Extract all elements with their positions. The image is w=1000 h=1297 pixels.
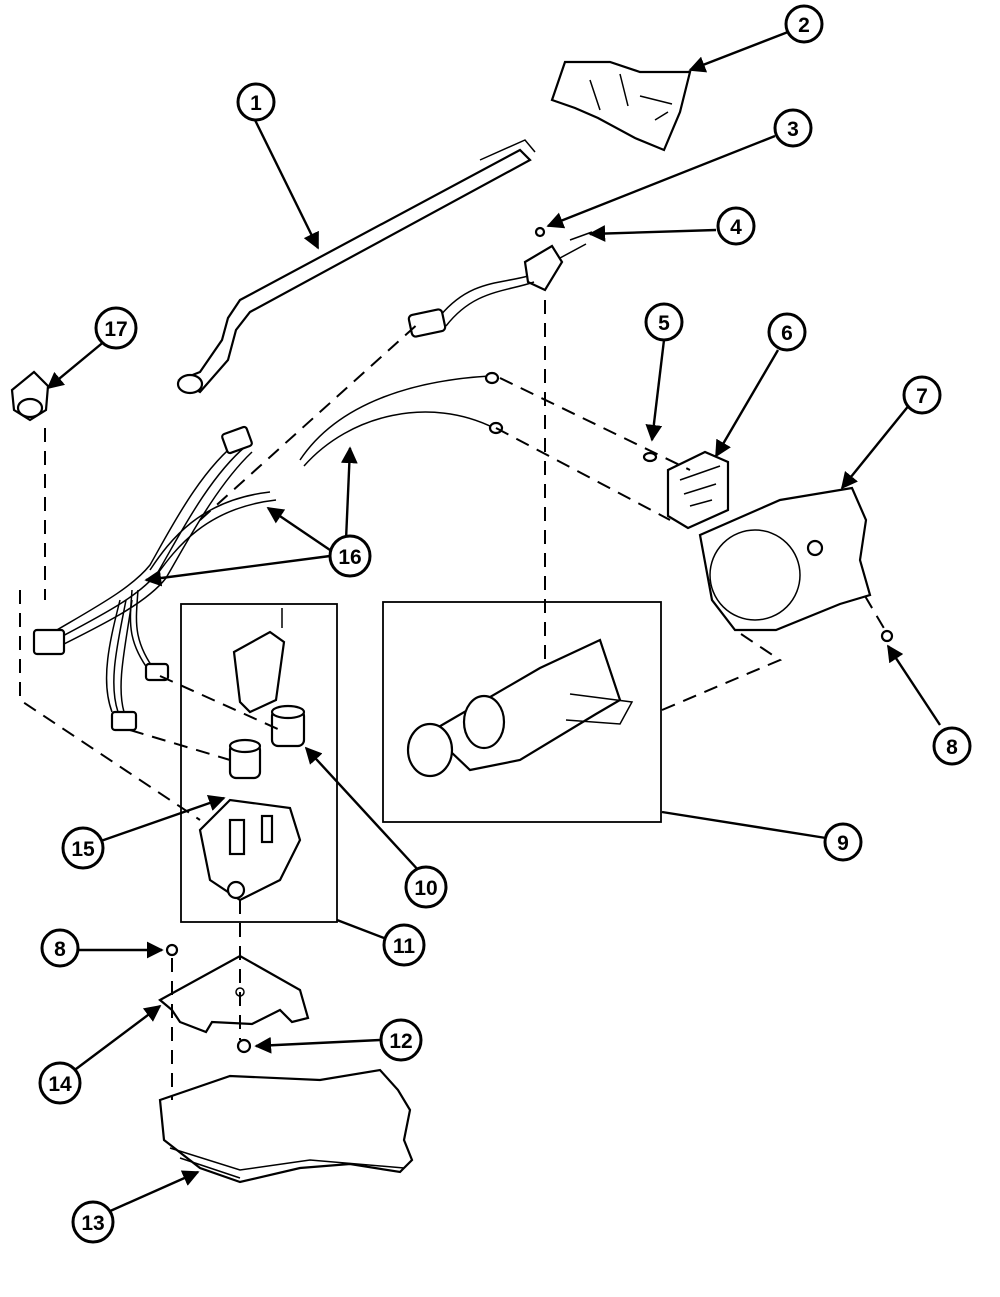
part-screw-8-left: [165, 943, 179, 957]
part-base-housing: [158, 1068, 414, 1184]
part-valve-assembly: [406, 638, 634, 778]
part-hose-tube: [176, 139, 536, 395]
callout-label: 5: [658, 312, 670, 335]
callout-4: 4: [716, 206, 756, 246]
callout-label: 4: [730, 216, 742, 239]
callout-10: 10: [404, 865, 448, 909]
part-clip-17: [10, 370, 50, 422]
assembly-box-9: [382, 601, 662, 823]
part-screw-12: [236, 1038, 252, 1054]
callout-16: 16: [328, 534, 372, 578]
part-coil-10: [270, 704, 306, 748]
callout-2: 2: [784, 4, 824, 44]
part-switch: [666, 450, 730, 530]
callout-label: 11: [393, 935, 416, 958]
callout-17: 17: [94, 306, 138, 350]
callout-label: 16: [338, 546, 361, 569]
leader-lines: [46, 30, 942, 1214]
callout-label: 7: [916, 385, 928, 408]
part-valve-body: [198, 798, 302, 902]
callout-11: 11: [382, 923, 426, 967]
callout-1: 1: [236, 82, 276, 122]
part-coil-15: [228, 738, 262, 780]
part-clip-top: [232, 608, 286, 714]
callout-label: 10: [414, 877, 437, 900]
callout-3: 3: [773, 108, 813, 148]
part-connector-plug: [407, 226, 593, 338]
part-screw-5: [642, 451, 658, 463]
callout-label: 12: [389, 1030, 412, 1053]
callout-label: 1: [250, 92, 262, 115]
callout-6: 6: [767, 312, 807, 352]
callout-label: 6: [781, 322, 793, 345]
callout-13: 13: [71, 1200, 115, 1244]
callout-5: 5: [644, 302, 684, 342]
callout-label: 8: [946, 736, 958, 759]
callout-12: 12: [379, 1018, 423, 1062]
part-panel: [698, 486, 872, 632]
callout-8a: 8: [932, 726, 972, 766]
callout-14: 14: [38, 1061, 82, 1105]
callout-label: 8: [54, 938, 66, 961]
part-mounting-plate: [158, 954, 310, 1034]
callout-15: 15: [61, 826, 105, 870]
callout-label: 2: [798, 14, 810, 37]
callout-label: 15: [71, 838, 95, 861]
callout-9: 9: [823, 822, 863, 862]
callout-label: 3: [787, 118, 799, 141]
part-screw-8-right: [880, 629, 894, 643]
part-wire-harness: [32, 371, 504, 732]
alignment-lines: [19, 300, 886, 1100]
callout-8b: 8: [40, 928, 80, 968]
callout-label: 9: [837, 832, 849, 855]
part-bracket: [550, 60, 692, 152]
callout-label: 17: [104, 318, 127, 341]
assembly-box-11: [180, 603, 338, 923]
callout-label: 13: [81, 1212, 104, 1235]
callout-label: 14: [48, 1073, 72, 1096]
callout-7: 7: [902, 375, 942, 415]
